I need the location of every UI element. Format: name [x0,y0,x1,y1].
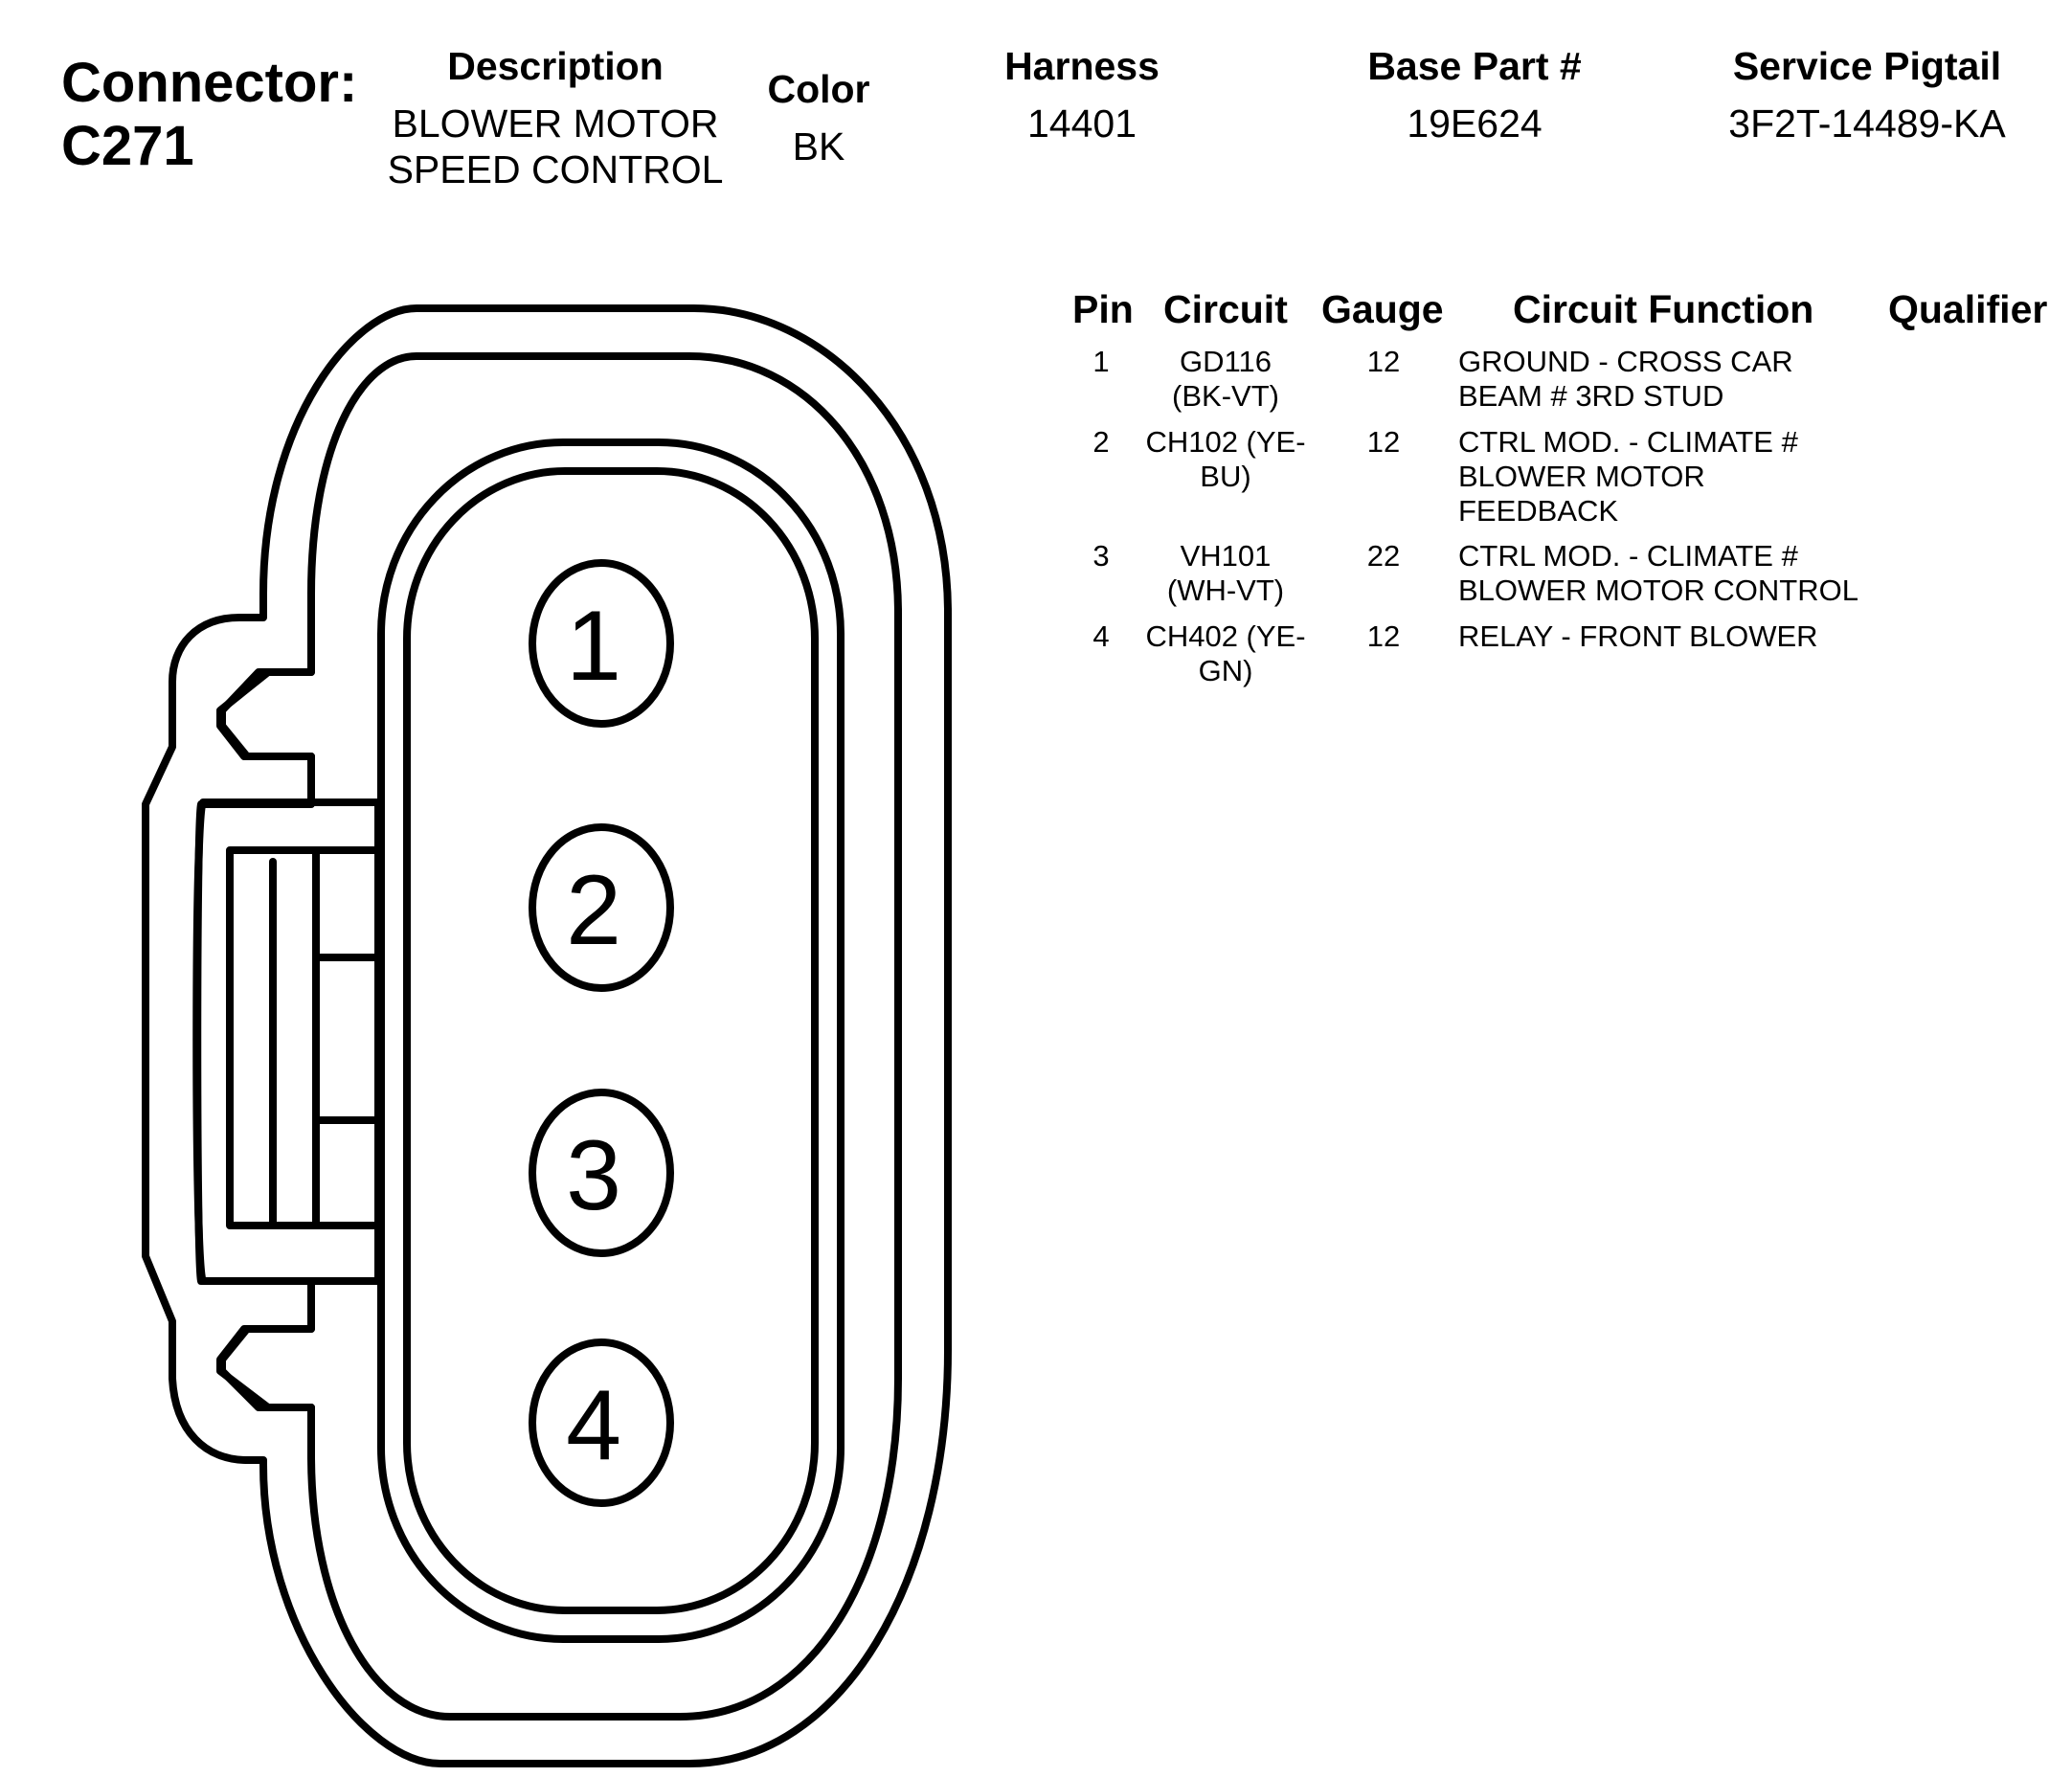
circuit-line: VH101 [1180,539,1272,573]
circuit-line: BU) [1200,460,1251,493]
circuit-cell: CH102 (YE- BU) [1130,425,1321,494]
connector-title: Connector: C271 [61,52,357,178]
connector-housing-outline [142,304,952,1767]
circuit-line: GD116 [1180,345,1272,378]
color-column: Color BK [737,67,900,169]
lower-latch [218,1325,315,1411]
harness-header: Harness [1004,44,1160,88]
function-line: BLOWER MOTOR [1458,460,1705,493]
function-cell: GROUND - CROSS CAR BEAM # 3RD STUD [1458,345,1793,414]
color-value: BK [792,124,845,169]
function-line: GROUND - CROSS CAR [1458,345,1793,378]
function-cell: CTRL MOD. - CLIMATE # BLOWER MOTOR FEEDB… [1458,425,1798,529]
pin-1-circle [529,559,674,728]
circuit-cell: CH402 (YE- GN) [1130,619,1321,688]
description-column: Description BLOWER MOTOR SPEED CONTROL [373,44,737,192]
circuit-cell: GD116 (BK-VT) [1130,345,1321,414]
pin-4-circle [529,1338,674,1507]
function-column-header: Circuit Function [1513,287,1814,331]
function-line: CTRL MOD. - CLIMATE # [1458,539,1798,573]
gauge-cell: 12 [1366,345,1401,378]
gauge-cell: 12 [1366,619,1401,653]
description-value: BLOWER MOTOR SPEED CONTROL [373,101,737,192]
pin-cavity [403,467,819,1614]
circuit-cell: VH101 (WH-VT) [1130,539,1321,608]
service-pigtail-value: 3F2T-14489-KA [1728,101,2006,146]
function-line: CTRL MOD. - CLIMATE # [1458,425,1798,459]
gauge-cell: 22 [1366,539,1401,573]
harness-value: 14401 [1026,101,1137,146]
pin-number: 3 [1092,539,1110,573]
description-header: Description [447,44,664,88]
harness-column: Harness 14401 [957,44,1206,146]
circuit-line: (WH-VT) [1166,574,1285,607]
connector-id: C271 [61,115,194,177]
gauge-column-header: Gauge [1321,287,1444,331]
circuit-line: CH102 (YE- [1145,425,1306,459]
function-cell: RELAY - FRONT BLOWER [1458,619,1818,654]
function-line: RELAY - FRONT BLOWER [1458,619,1818,653]
circuit-line: (BK-VT) [1172,379,1279,413]
pin-column-header: Pin [1072,287,1134,331]
qualifier-column-header: Qualifier [1888,287,2048,331]
connector-label: Connector: [61,52,358,114]
pin-number: 2 [1092,425,1110,459]
connector-inner-shell [193,352,902,1721]
pin-1-label: 1 [566,591,621,702]
base-part-column: Base Part # 19E624 [1331,44,1618,146]
pin-3-label: 3 [566,1120,621,1231]
pin-2-label: 2 [566,855,621,966]
pin-number: 4 [1092,619,1110,653]
service-pigtail-column: Service Pigtail 3F2T-14489-KA [1695,44,2039,146]
function-line: FEEDBACK [1458,494,1619,528]
pin-2-circle [529,823,674,992]
pin-3-circle [529,1089,674,1257]
locking-slide-inner [226,846,382,1229]
function-line: BEAM # 3RD STUD [1458,379,1724,413]
function-line: BLOWER MOTOR CONTROL [1458,574,1858,607]
circuit-line: GN) [1198,654,1253,687]
upper-latch [218,668,315,760]
base-part-value: 19E624 [1407,101,1543,146]
base-part-header: Base Part # [1367,44,1582,88]
description-line: SPEED CONTROL [387,147,724,191]
description-line: BLOWER MOTOR [392,101,719,146]
circuit-column-header: Circuit [1163,287,1288,331]
pin-4-label: 4 [566,1370,621,1481]
service-pigtail-header: Service Pigtail [1732,44,2002,88]
locking-slide [192,799,382,1285]
gauge-cell: 12 [1366,425,1401,459]
circuit-line: CH402 (YE- [1145,619,1306,653]
pin-number: 1 [1092,345,1110,378]
color-header: Color [767,67,870,111]
pin-cavity-seal [377,439,845,1643]
function-cell: CTRL MOD. - CLIMATE # BLOWER MOTOR CONTR… [1458,539,1858,608]
